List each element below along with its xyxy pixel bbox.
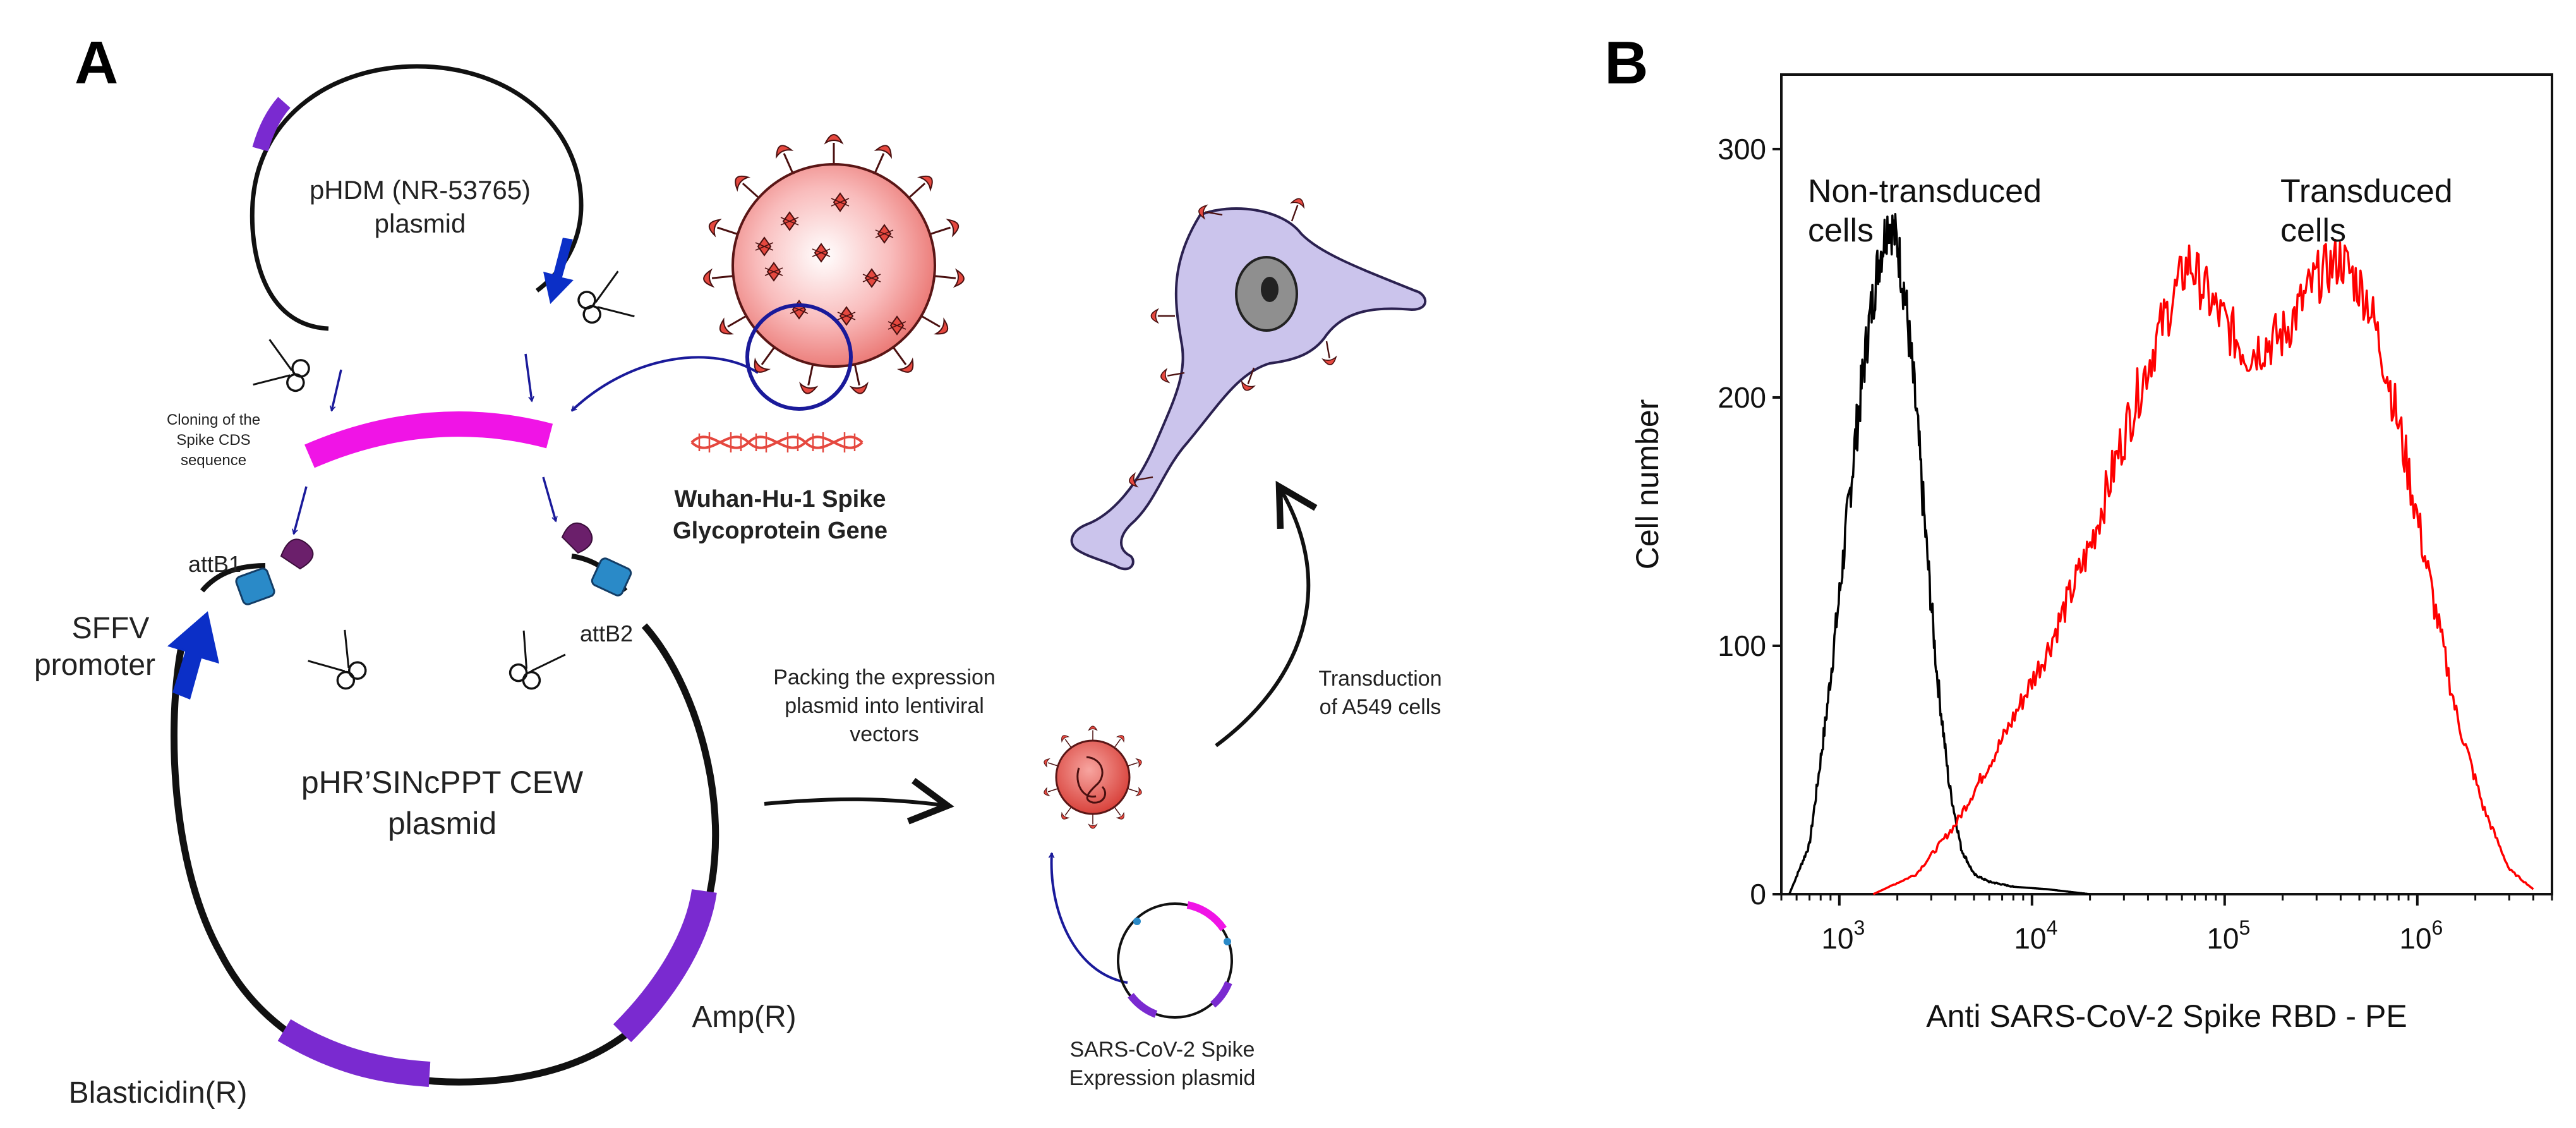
packing-label-3: vectors	[850, 722, 919, 746]
attb2-box	[591, 557, 632, 597]
expression-plasmid-label-2: Expression plasmid	[1069, 1066, 1256, 1090]
y-tick-label: 300	[1718, 133, 1766, 166]
y-tick-label: 200	[1718, 381, 1766, 414]
expression-plasmid-icon	[1117, 901, 1233, 1019]
cloning-label-3: sequence	[181, 452, 246, 469]
att-site-right	[561, 522, 593, 554]
sffv-label-2: promoter	[34, 648, 155, 682]
arrow-icon-insert-right	[542, 476, 556, 521]
blasticidin-label: Blasticidin(R)	[69, 1076, 248, 1110]
packing-label-2: plasmid into lentiviral	[785, 694, 984, 718]
panel-b-letter: B	[1604, 29, 1648, 97]
x-tick-label: 106	[2399, 916, 2443, 955]
expression-plasmid-label-1: SARS-CoV-2 Spike	[1070, 1038, 1255, 1062]
y-axis-label: Cell number	[1630, 399, 1665, 570]
amp-resistance-segment	[613, 888, 717, 1043]
chart-annotation: Transduced	[2280, 173, 2453, 210]
phr-plasmid-ring-top-left	[200, 563, 266, 593]
arrow-icon-gene-to-cds	[570, 356, 759, 412]
attb2-label: attB2	[580, 621, 633, 646]
chart-annotation: cells	[1808, 212, 1874, 249]
amp-label: Amp(R)	[692, 1000, 796, 1034]
cloning-label-2: Spike CDS	[176, 432, 250, 449]
panel-a: A pHDM (NR-53765) plasmid Cloning of the…	[34, 29, 1442, 1110]
histogram-series-line-2	[1872, 238, 2534, 895]
att-site-left	[280, 538, 314, 570]
arrow-icon-transduction	[1215, 480, 1318, 748]
cloning-label-1: Cloning of the	[167, 411, 260, 428]
lentivirus-icon	[1042, 725, 1143, 829]
sffv-label-1: SFFV	[72, 612, 150, 645]
sffv-promoter-arrow	[167, 611, 220, 700]
x-tick-label: 103	[1821, 916, 1865, 955]
phdm-plasmid-ring	[250, 64, 584, 331]
arrow-icon-packing	[764, 778, 954, 825]
gene-label-1: Wuhan-Hu-1 Spike	[675, 486, 886, 512]
transduction-label-2: of A549 cells	[1320, 695, 1441, 719]
panel-a-letter: A	[75, 29, 118, 97]
phdm-resistance-segment	[252, 97, 291, 152]
packing-label-1: Packing the expression	[773, 665, 996, 689]
arrow-icon-cut-left	[332, 369, 342, 411]
attb1-label: attB1	[188, 551, 241, 577]
scissors-icon-phr-right	[498, 629, 567, 697]
arrow-icon-plasmid-to-vector	[1052, 853, 1128, 984]
histogram-series-line-1	[1788, 213, 2091, 895]
x-axis-label: Anti SARS-CoV-2 Spike RBD - PE	[1926, 998, 2407, 1034]
y-tick-label: 0	[1750, 878, 1766, 911]
x-tick-label: 105	[2206, 916, 2250, 955]
scissors-icon-phr-left	[306, 629, 376, 698]
phdm-plasmid-label-2: plasmid	[375, 209, 466, 238]
arrow-icon-insert-left	[294, 486, 308, 534]
transduction-label-1: Transduction	[1318, 667, 1441, 691]
blasticidin-resistance-segment	[277, 1019, 431, 1087]
y-tick-label: 100	[1718, 629, 1766, 662]
chart-annotation: Non-transduced	[1808, 173, 2042, 210]
phdm-plasmid-label-1: pHDM (NR-53765)	[310, 175, 531, 205]
phr-plasmid-label-1: pHR’SINcPPT CEW	[301, 765, 584, 800]
dna-icon	[690, 432, 864, 452]
scissors-icon-phdm-left	[251, 338, 315, 403]
phr-plasmid-label-2: plasmid	[388, 806, 497, 841]
spike-cds-segment	[304, 411, 553, 468]
x-tick-label: 104	[2014, 916, 2057, 955]
scissors-icon-phdm-right	[572, 270, 636, 334]
phr-plasmid-ring	[171, 623, 719, 1086]
coronavirus-icon-large	[702, 133, 966, 411]
gene-label-2: Glycoprotein Gene	[673, 518, 888, 544]
attb1-box	[235, 567, 275, 605]
chart-annotation: cells	[2280, 212, 2346, 249]
phdm-promoter-arrow	[543, 238, 574, 305]
arrow-icon-cut-right	[524, 353, 532, 401]
a549-cell-icon	[1070, 195, 1427, 571]
